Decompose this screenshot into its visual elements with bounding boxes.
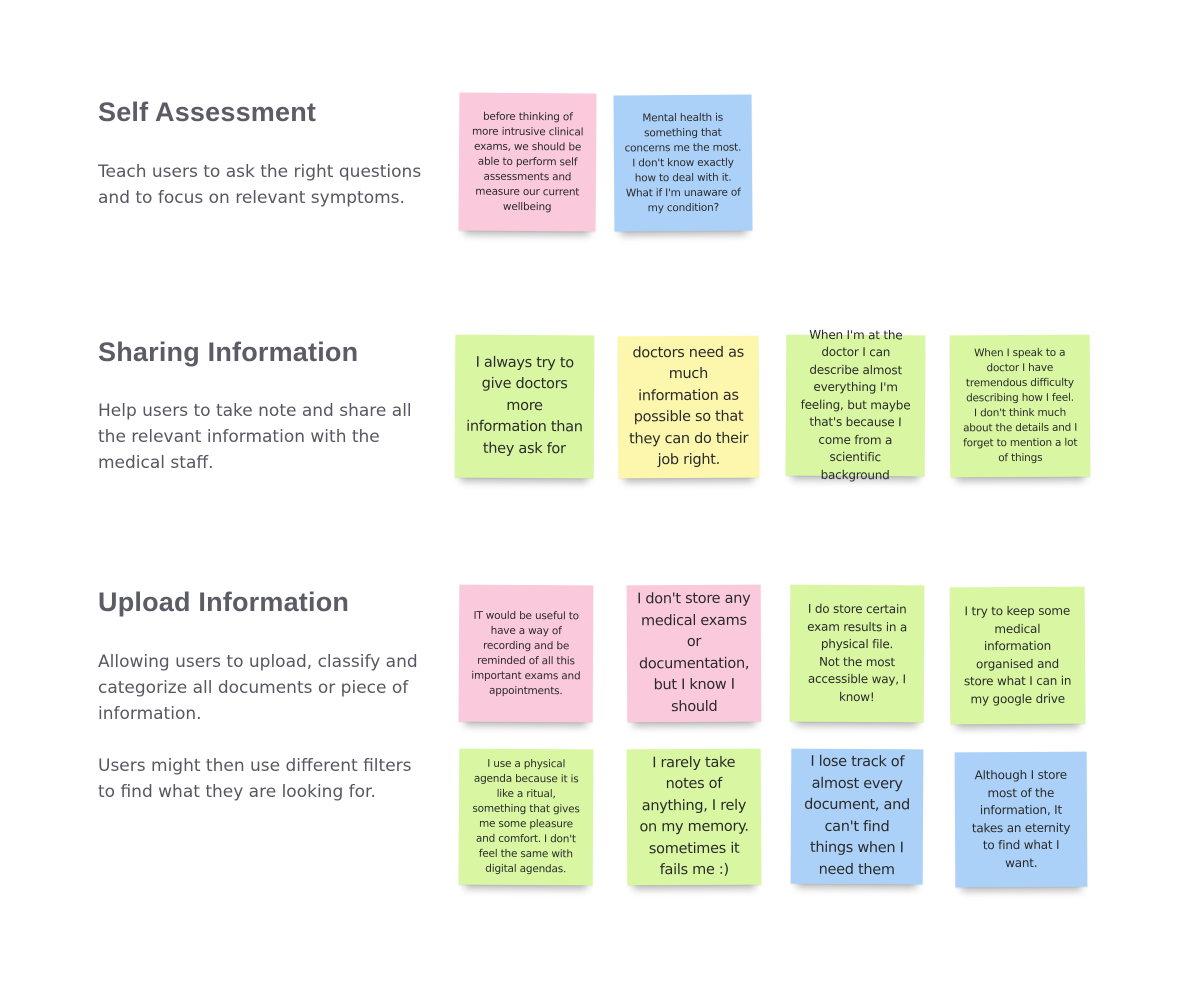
section-description-sharing-information: Help users to take note and share all th… — [98, 398, 423, 502]
section-title-upload-information: Upload Information — [98, 587, 350, 617]
sticky-note: doctors need as much information as poss… — [617, 335, 760, 479]
description-paragraph: Teach users to ask the right questions a… — [98, 162, 422, 208]
sticky-note-text: When I speak to a doctor I have tremendo… — [963, 346, 1078, 465]
sticky-note: I do store certain exam results in a phy… — [789, 584, 925, 723]
section-description-self-assessment: Teach users to ask the right questions a… — [98, 159, 423, 237]
sticky-note: I use a physical agenda because it is li… — [458, 748, 594, 886]
sticky-note-text: doctors need as much information as poss… — [629, 344, 749, 469]
sticky-note: I lose track of almost every document, a… — [790, 748, 924, 885]
sticky-note-text: I try to keep some medical information o… — [963, 603, 1072, 706]
sticky-note-text: I rarely take notes of anything, I rely … — [639, 754, 749, 879]
sticky-note: When I speak to a doctor I have tremendo… — [949, 334, 1091, 478]
section-title-sharing-information: Sharing Information — [98, 337, 359, 367]
section-title-self-assessment: Self Assessment — [98, 97, 317, 127]
sticky-note-text: IT would be useful to have a way of reco… — [471, 609, 581, 697]
sticky-note: I don't store any medical exams or docum… — [626, 584, 762, 723]
sticky-note: IT would be useful to have a way of reco… — [458, 584, 594, 723]
description-paragraph: Allowing users to upload, classify and c… — [98, 652, 418, 724]
sticky-note-text: Although I store most of the information… — [971, 767, 1071, 870]
sticky-note-text: I lose track of almost every document, a… — [804, 753, 910, 878]
sticky-note-text: I use a physical agenda because it is li… — [472, 757, 580, 876]
sticky-note: I rarely take notes of anything, I rely … — [626, 748, 762, 886]
section-description-upload-information: Allowing users to upload, classify and c… — [98, 649, 423, 831]
sticky-note: When I'm at the doctor I can describe al… — [785, 328, 926, 482]
sticky-note: before thinking of more intrusive clinic… — [458, 92, 597, 232]
sticky-note-text: before thinking of more intrusive clinic… — [472, 110, 584, 213]
sticky-note: Mental health is something that concerns… — [613, 94, 753, 232]
description-paragraph: Help users to take note and share all th… — [98, 401, 412, 473]
sticky-note: I try to keep some medical information o… — [949, 586, 1086, 725]
sticky-note-text: When I'm at the doctor I can describe al… — [800, 327, 911, 482]
sticky-note: I always try to give doctors more inform… — [454, 334, 595, 479]
sticky-note-text: I don't store any medical exams or docum… — [637, 590, 751, 715]
description-paragraph: Users might then use different filters t… — [98, 756, 412, 802]
sticky-note: Although I store most of the information… — [954, 751, 1088, 888]
sticky-note-text: Mental health is something that concerns… — [624, 111, 742, 214]
sticky-note-text: I always try to give doctors more inform… — [466, 354, 583, 457]
sticky-note-text: I do store certain exam results in a phy… — [807, 601, 908, 704]
